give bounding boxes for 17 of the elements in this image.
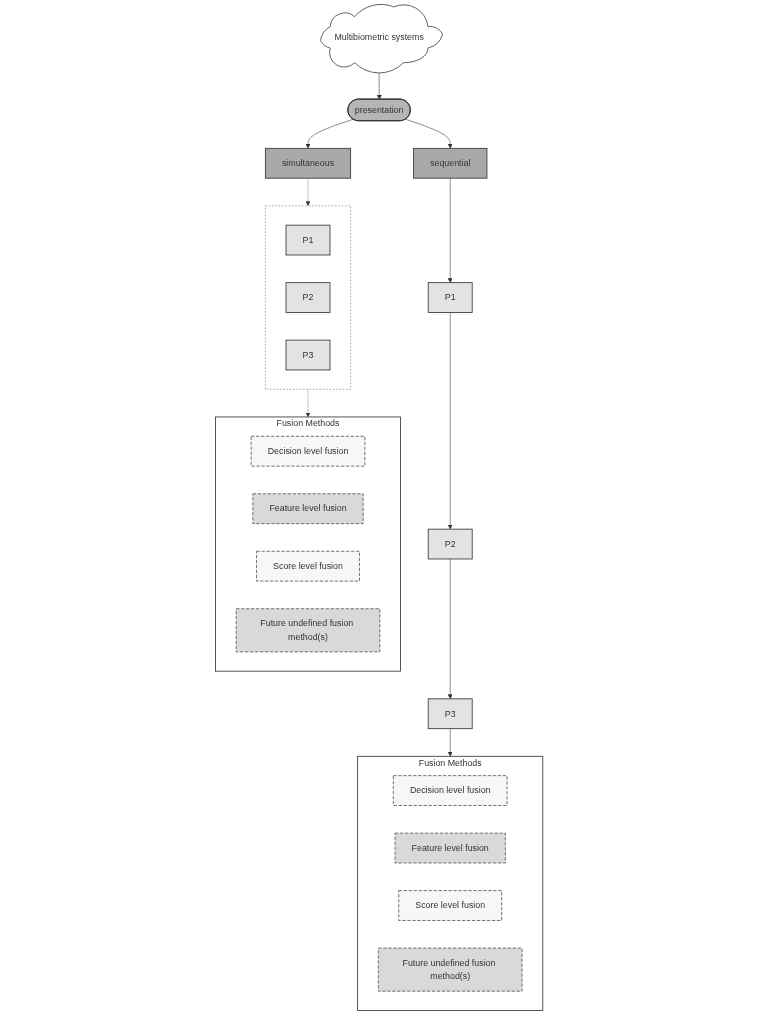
node-box: P2 — [285, 282, 331, 313]
node-box: Future undefined fusion method(s) — [235, 608, 381, 653]
node-box: P3 — [427, 698, 473, 730]
node-box: P2 — [427, 528, 473, 560]
node-box: P3 — [285, 339, 331, 371]
node-box: sequential — [412, 147, 488, 179]
node-box: Score level fusion — [398, 890, 502, 921]
node-box: Feature level fusion — [252, 493, 364, 525]
node-box: Decision level fusion — [392, 775, 508, 806]
node-box: P1 — [285, 224, 331, 256]
node-box: simultaneous — [264, 147, 351, 179]
node-box: Decision level fusion — [250, 435, 366, 467]
node-box: Future undefined fusion method(s) — [377, 947, 523, 992]
node-box: Score level fusion — [256, 550, 360, 582]
cluster — [264, 205, 351, 390]
node-box: Feature level fusion — [394, 832, 506, 864]
node-box: P1 — [427, 282, 473, 313]
